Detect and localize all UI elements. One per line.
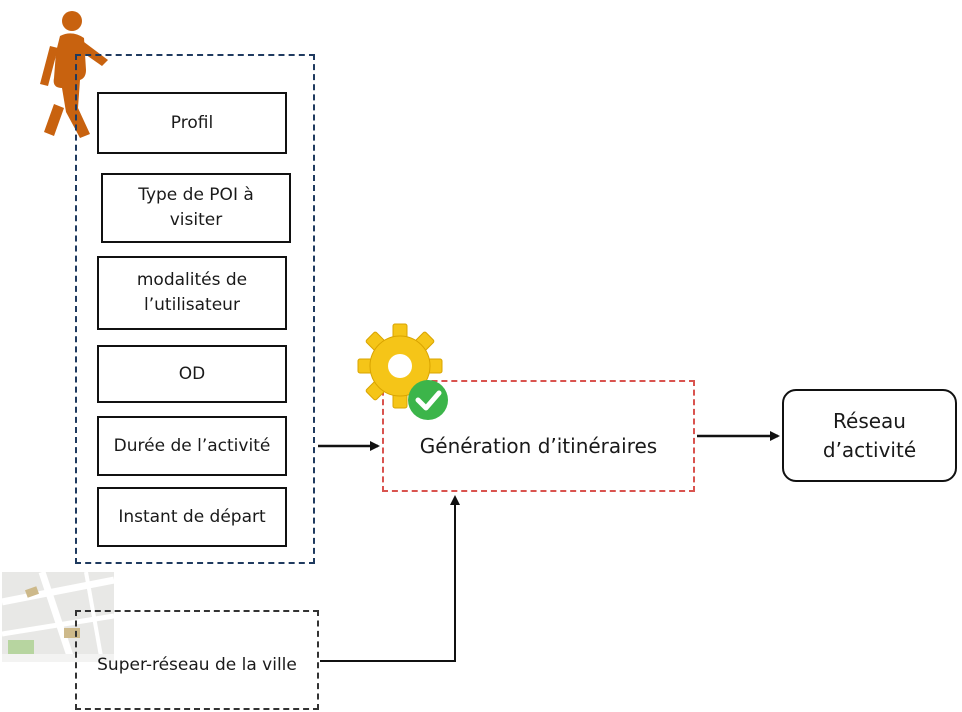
walking-person-icon bbox=[40, 11, 108, 138]
input-profil: Profil bbox=[97, 92, 287, 154]
input-duree: Durée de l’activité bbox=[97, 416, 287, 476]
reseau-activite-box bbox=[782, 389, 957, 482]
generation-label: Génération d’itinéraires bbox=[419, 434, 658, 458]
super-reseau-box bbox=[75, 610, 319, 710]
input-parameters-group bbox=[75, 54, 315, 564]
input-od: OD bbox=[97, 345, 287, 403]
arrow-ville-to-generation bbox=[320, 495, 460, 662]
input-type-poi: Type de POI à visiter bbox=[101, 173, 291, 243]
super-reseau-label: Super-réseau de la ville bbox=[97, 655, 297, 675]
gear-check-icon bbox=[357, 323, 448, 420]
city-map-icon bbox=[2, 572, 114, 662]
input-instant: Instant de départ bbox=[97, 487, 287, 547]
reseau-activite-label: Réseau d’activité bbox=[822, 408, 917, 462]
input-modalites: modalités de l’utilisateur bbox=[97, 256, 287, 330]
